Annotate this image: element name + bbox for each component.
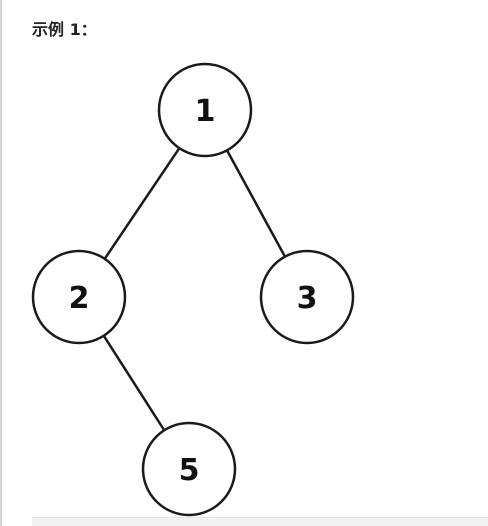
tree-edges — [102, 147, 287, 431]
tree-node-3: 3 — [259, 249, 355, 345]
example-heading: 示例 1： — [32, 20, 97, 39]
tree-node-label: 1 — [195, 94, 216, 129]
left-divider — [0, 0, 2, 526]
tree-node-circle — [157, 62, 253, 158]
tree-node-circle — [259, 249, 355, 345]
tree-node-1: 1 — [157, 62, 253, 158]
tree-node-circle — [31, 249, 127, 345]
tree-node-label: 5 — [179, 453, 200, 488]
tree-node-2: 2 — [31, 249, 127, 345]
tree-edge-n1-n2 — [103, 147, 181, 260]
tree-edge-n1-n3 — [225, 149, 287, 258]
code-block-edge — [32, 517, 488, 526]
tree-node-circle — [141, 421, 237, 517]
tree-node-label: 2 — [69, 281, 90, 316]
tree-node-label: 3 — [297, 281, 318, 316]
tree-nodes: 1 2 3 5 — [31, 62, 355, 517]
tree-node-5: 5 — [141, 421, 237, 517]
tree-edge-n2-n5 — [102, 335, 166, 431]
